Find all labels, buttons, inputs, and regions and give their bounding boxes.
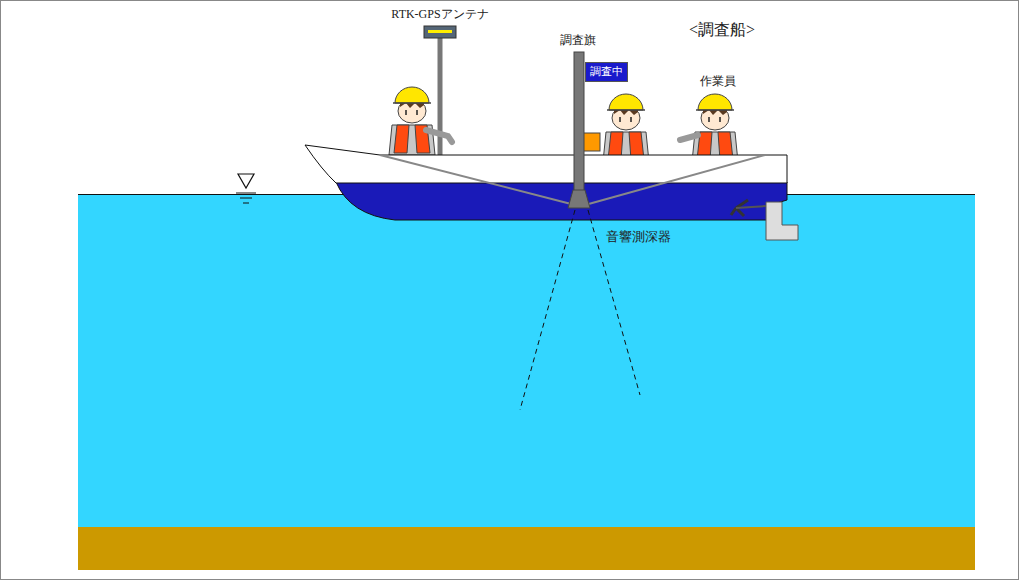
worker-figure: [692, 94, 738, 162]
title-label: <調査船>: [689, 20, 755, 39]
worker-figure: [603, 94, 649, 162]
worker-label: 作業員: [700, 74, 736, 88]
flag-text: 調査中: [590, 65, 623, 78]
antenna-label: RTK-GPSアンテナ: [391, 7, 488, 21]
flag-label: 調査旗: [560, 33, 596, 47]
sounder-label: 音響測深器: [606, 229, 671, 245]
survey-flag: 調査中: [585, 62, 628, 82]
worker-figure: [389, 87, 435, 155]
